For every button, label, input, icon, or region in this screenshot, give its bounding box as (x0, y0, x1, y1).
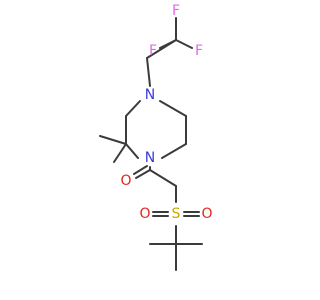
label-f-right: F (195, 43, 203, 59)
molecule-svg: F F F N N O S O O (99, 3, 213, 271)
bond-c-o-1 (135, 169, 151, 179)
label-f-left: F (149, 43, 157, 59)
molecule-diagram: F F F N N O S O O (99, 3, 213, 271)
atom-labels: F F F N N O S O O (120, 3, 212, 222)
bond-methyl-2 (113, 143, 127, 163)
label-o-right: O (201, 206, 212, 222)
bond-cf3-f-right (175, 39, 193, 49)
label-o-carbonyl: O (120, 173, 131, 189)
bonds (99, 17, 203, 271)
label-o-left: O (139, 206, 150, 222)
bond-c-right2-n-bottom (161, 143, 187, 159)
bond-methyl-1 (99, 135, 127, 145)
bond-carbonyl-ch2 (149, 169, 177, 187)
label-n-top: N (145, 87, 155, 103)
label-f-top: F (172, 3, 180, 19)
bond-cf3-ch2 (146, 39, 177, 59)
bond-c-o-2 (133, 165, 148, 175)
label-s: S (172, 206, 181, 222)
bond-n-top-c-right (159, 100, 187, 117)
bond-n-bottom-c-left (125, 143, 139, 159)
bond-c-left2-n-top (125, 100, 141, 117)
label-n-bottom: N (145, 150, 155, 166)
bond-ch2-n-top (146, 57, 151, 87)
